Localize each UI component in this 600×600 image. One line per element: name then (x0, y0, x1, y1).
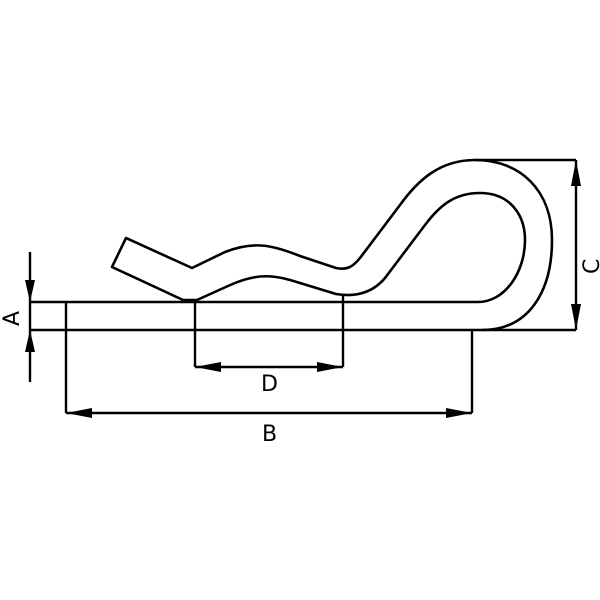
straight-leg (30, 300, 482, 332)
label-c: C (580, 259, 600, 274)
label-d: D (261, 372, 278, 397)
dimension-a (25, 252, 35, 382)
label-a: A (0, 310, 25, 326)
label-b: B (262, 422, 278, 447)
dimension-d (193, 294, 345, 372)
dimension-c (475, 158, 581, 332)
clip-body (110, 158, 554, 332)
dimension-b (64, 302, 474, 418)
